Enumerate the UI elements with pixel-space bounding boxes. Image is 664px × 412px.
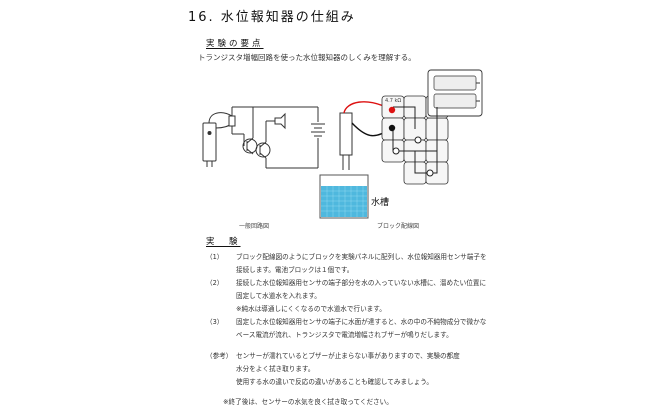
item-1-line-1: ブロック配線図のようにブロックを実験パネルに配列し、水位報知器用センサ端子を — [236, 253, 487, 261]
general-circuit-diagram — [202, 106, 325, 169]
reference-label: （参考） — [206, 352, 233, 360]
reference-line-2: 水分をよく拭き取ります。 — [236, 365, 315, 373]
reference-line-3: 使用する水の違いで反応の違いがあることも確認してみましょう。 — [236, 378, 434, 386]
sensor-probe-icon — [202, 122, 217, 162]
tank-label: 水槽 — [371, 198, 390, 208]
item-1-line-2: 接続します。電池ブロックは１個です。 — [236, 266, 354, 274]
item-3-line-1: 固定した水位報知器用センサの端子に水面が達すると、水の中の不純物成分で微かな — [236, 318, 487, 326]
water-fill — [321, 186, 367, 217]
item-2-line-2: 固定して水道水を入れます。 — [236, 292, 321, 300]
section-heading-experiment: 実 験 — [206, 237, 241, 247]
black-terminal-icon — [388, 124, 396, 132]
red-terminal-icon — [388, 106, 396, 114]
resistor-value-label: 4.7 kΩ — [385, 98, 402, 104]
block-wiring-diagram — [319, 69, 483, 219]
water-sensor-icon — [339, 112, 353, 156]
item-3-line-2: ベース電流が流れ、トランジスタで電流増幅されブザーが鳴りだします。 — [236, 331, 453, 339]
item-2-line-1: 接続した水位報知器用センサの端子部分を水の入っていない水槽に、溜めたい位置に — [236, 279, 487, 287]
item-3-number: （3） — [206, 318, 224, 326]
item-1-number: （1） — [206, 253, 224, 261]
buzzer-icon — [274, 112, 286, 130]
section-heading-key-points: 実験の要点 — [206, 39, 264, 49]
left-figure-caption: 一般回路図 — [239, 223, 270, 230]
right-figure-caption: ブロック配線図 — [377, 223, 420, 230]
page-title: 16. 水位報知器の仕組み — [188, 10, 356, 25]
transistor-block-icon — [414, 136, 422, 144]
item-2-note: ※純水は導通しにくくなるので水道水で行います。 — [236, 305, 386, 313]
item-2-number: （2） — [206, 279, 224, 287]
reference-line-1: センサーが濡れているとブザーが止まらない事がありますので、実験の都度 — [236, 352, 460, 360]
resistor-icon — [228, 115, 236, 127]
key-points-text: トランジスタ増幅回路を使った水位報知器のしくみを理解する。 — [198, 53, 416, 62]
end-note: ※終了後は、センサーの水気を良く拭き取ってください。 — [223, 398, 393, 406]
